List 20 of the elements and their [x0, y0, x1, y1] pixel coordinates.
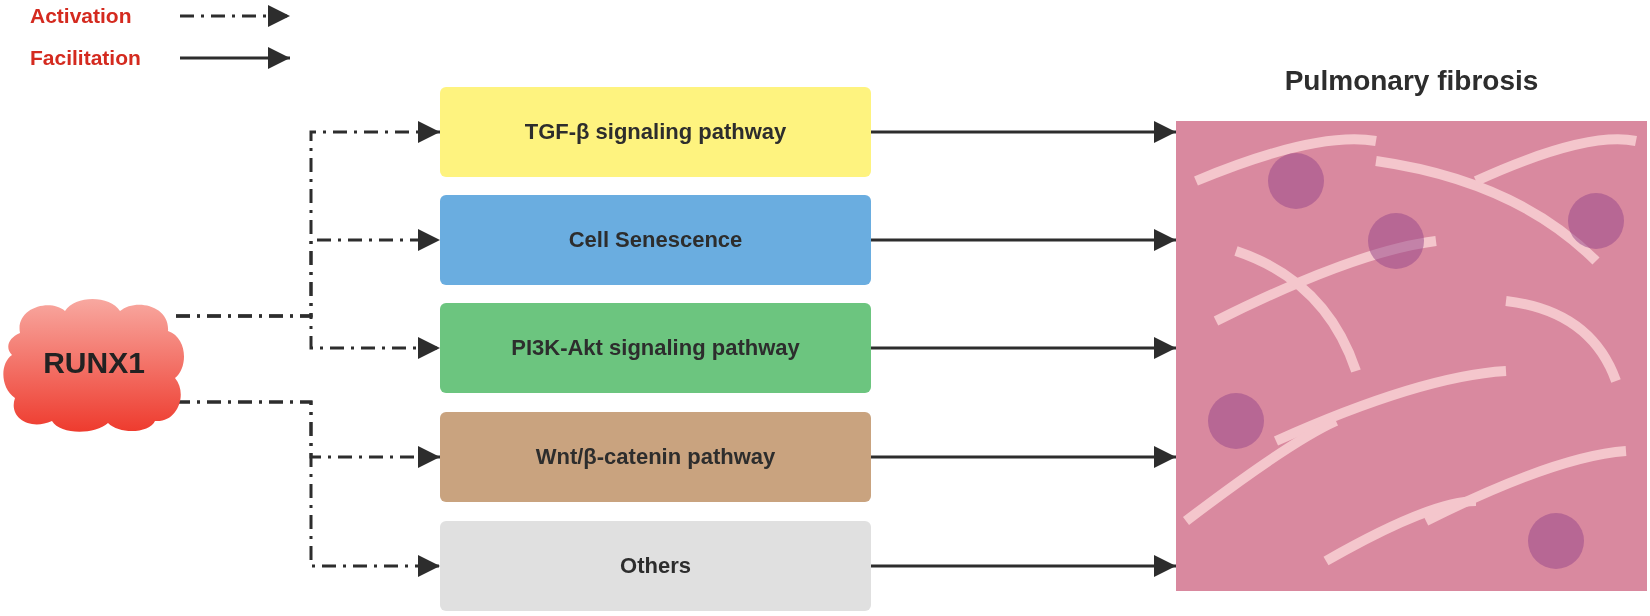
pathway-label: TGF-β signaling pathway — [524, 119, 787, 145]
arrow — [871, 229, 1176, 251]
pathway-box — [440, 303, 871, 393]
legend-label: Facilitation — [30, 46, 141, 70]
legend-label: Activation — [30, 4, 132, 28]
node-label: RUNX1 — [43, 346, 145, 380]
panel-title: Pulmonary fibrosis — [1284, 64, 1539, 98]
pathway-box — [440, 521, 871, 611]
pathway-label: Wnt/β-catenin pathway — [535, 444, 776, 470]
pathway-label: Others — [620, 553, 691, 579]
pathway-label: Cell Senescence — [568, 227, 743, 253]
pathway-label: PI3K-Akt signaling pathway — [511, 335, 800, 361]
arrow — [871, 446, 1176, 468]
pathway-box — [440, 412, 871, 502]
arrow — [871, 121, 1176, 143]
dash-dot-arrow — [176, 314, 440, 359]
arrow — [871, 555, 1176, 577]
pathway-box — [440, 87, 871, 177]
arrow — [871, 337, 1176, 359]
pathway-box — [440, 195, 871, 285]
